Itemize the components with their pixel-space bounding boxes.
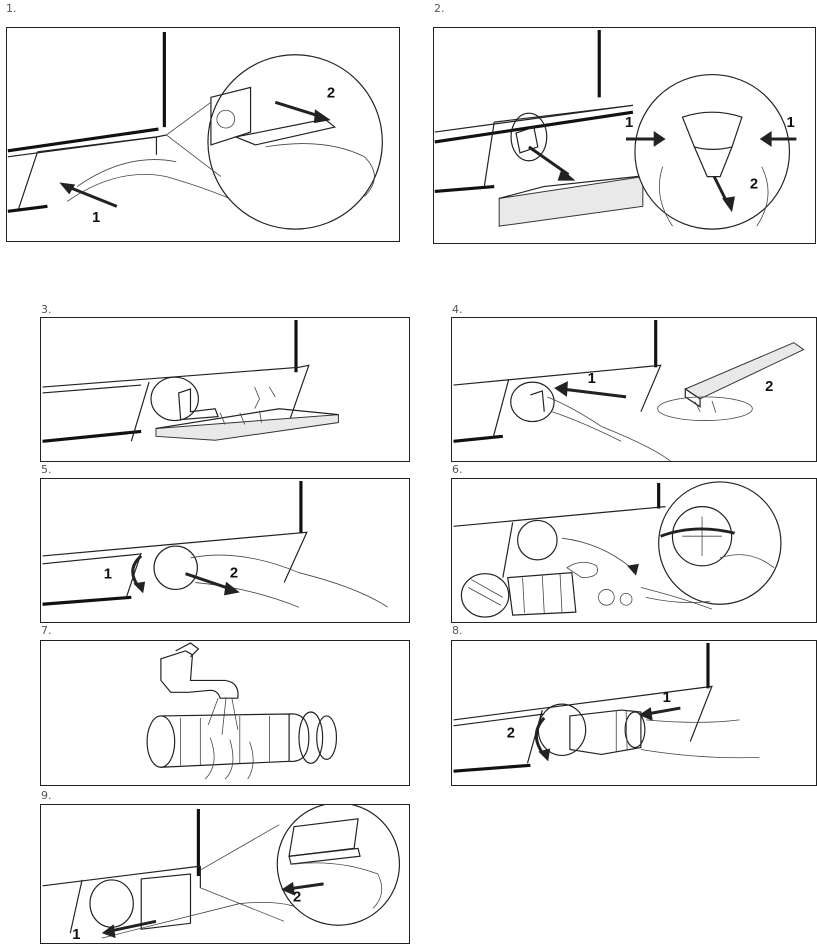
step-9-number: 9. bbox=[41, 789, 52, 802]
step-2-label-1-right: 1 bbox=[786, 115, 794, 131]
step-6-illustration bbox=[451, 478, 817, 623]
step-1-label-1: 1 bbox=[92, 210, 100, 226]
step-5-label-1: 1 bbox=[104, 567, 112, 583]
step-6-number: 6. bbox=[452, 463, 463, 476]
step-5-label-2: 2 bbox=[230, 566, 238, 582]
step-1-label-2: 2 bbox=[327, 85, 335, 101]
step-8-number: 8. bbox=[452, 624, 463, 637]
step-2-label-2: 2 bbox=[750, 177, 758, 193]
step-5-illustration: 1 2 bbox=[40, 478, 410, 623]
step-1-number: 1. bbox=[6, 2, 17, 15]
step-7-number: 7. bbox=[41, 624, 52, 637]
step-2-label-1-left: 1 bbox=[625, 115, 633, 131]
step-4-illustration: 1 2 bbox=[451, 317, 817, 462]
step-2-illustration: 1 1 2 bbox=[433, 27, 816, 244]
step-8-label-1: 1 bbox=[663, 690, 671, 706]
step-9-label-1: 1 bbox=[72, 927, 80, 943]
step-9-label-2: 2 bbox=[293, 890, 301, 906]
step-3-number: 3. bbox=[41, 303, 52, 316]
step-5-number: 5. bbox=[41, 463, 52, 476]
step-4-number: 4. bbox=[452, 303, 463, 316]
step-4-label-1: 1 bbox=[588, 371, 596, 387]
step-2-number: 2. bbox=[434, 2, 445, 15]
step-7-illustration bbox=[40, 640, 410, 786]
step-4-label-2: 2 bbox=[765, 379, 773, 395]
step-3-illustration bbox=[40, 317, 410, 462]
step-1-illustration: 1 2 bbox=[6, 27, 400, 242]
step-9-illustration: 1 2 bbox=[40, 804, 410, 944]
step-8-illustration: 2 1 bbox=[451, 640, 817, 786]
step-8-label-2: 2 bbox=[507, 726, 515, 742]
